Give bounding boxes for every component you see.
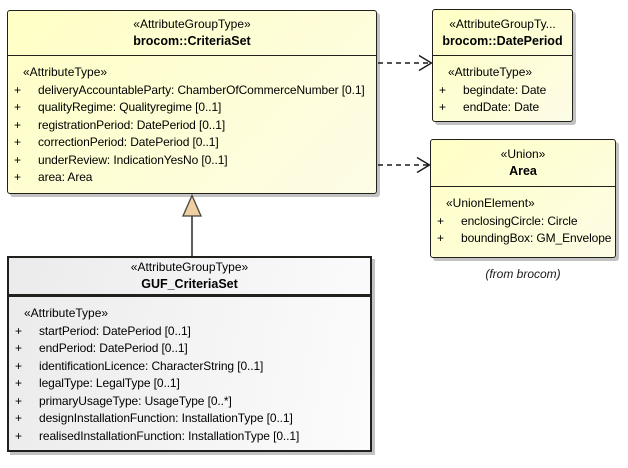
- from-package-note: (from brocom): [485, 267, 561, 281]
- visibility-marker: +: [14, 152, 22, 167]
- attribute-row: + endDate: Date: [433, 99, 572, 117]
- attribute-text: primaryUsageType: UsageType [0..*]: [39, 393, 232, 408]
- attribute-text: legalType: LegalType [0..1]: [39, 376, 180, 390]
- attribute-text: endPeriod: DatePeriod [0..1]: [39, 341, 188, 355]
- generalization-arrow-to-criteriaset: [182, 193, 202, 257]
- visibility-marker: +: [15, 428, 23, 443]
- class-box-brocom-dateperiod: «AttributeGroupTy... brocom::DatePeriod …: [432, 9, 573, 122]
- attribute-row: + endPeriod: DatePeriod [0..1]: [9, 340, 370, 358]
- attribute-text: enclosingCircle: Circle: [461, 213, 578, 228]
- attribute-text: boundingBox: GM_Envelope: [461, 231, 612, 245]
- visibility-marker: +: [439, 100, 447, 114]
- attribute-text: designInstallationFunction: Installation…: [39, 411, 293, 425]
- attribute-row: + underReview: IndicationYesNo [0..1]: [8, 152, 376, 170]
- class-box-brocom-criteriaset: «AttributeGroupType» brocom::CriteriaSet…: [7, 10, 377, 194]
- visibility-marker: +: [15, 358, 23, 373]
- visibility-marker: +: [15, 323, 23, 338]
- attribute-row: + legalType: LegalType [0..1]: [9, 375, 370, 393]
- class-name: GUF_CriteriaSet: [141, 277, 238, 291]
- visibility-marker: +: [15, 393, 23, 408]
- attribute-row: + realisedInstallationFunction: Installa…: [9, 428, 370, 446]
- class-box-area: «Union» Area «UnionElement» + enclosingC…: [430, 139, 616, 258]
- attribute-text: realisedInstallationFunction: Installati…: [39, 428, 300, 443]
- attribute-text: startPeriod: DatePeriod [0..1]: [39, 323, 191, 338]
- attribute-text: underReview: IndicationYesNo [0..1]: [38, 152, 228, 167]
- class-header: «AttributeGroupType» GUF_CriteriaSet: [9, 258, 370, 297]
- section-label: «AttributeType»: [24, 306, 109, 320]
- attribute-text: identificationLicence: CharacterString […: [39, 358, 264, 373]
- attribute-text: area: Area: [38, 170, 93, 184]
- class-name: Area: [509, 164, 537, 178]
- visibility-marker: +: [14, 100, 22, 114]
- class-stereotype: «Union»: [500, 147, 546, 161]
- class-name: brocom::DatePeriod: [442, 33, 563, 48]
- attribute-text: endDate: Date: [463, 100, 540, 114]
- attribute-row: + primaryUsageType: UsageType [0..*]: [9, 393, 370, 411]
- attribute-text: begindate: Date: [463, 82, 547, 97]
- attribute-row: + area: Area: [8, 169, 376, 187]
- visibility-marker: +: [14, 117, 22, 132]
- attribute-row: + designInstallationFunction: Installati…: [9, 410, 370, 428]
- attribute-row: + startPeriod: DatePeriod [0..1]: [9, 323, 370, 341]
- attribute-row: + deliveryAccountableParty: ChamberOfCom…: [8, 82, 376, 100]
- class-header: «Union» Area: [431, 140, 615, 187]
- visibility-marker: +: [15, 341, 23, 355]
- attribute-text: deliveryAccountableParty: ChamberOfComme…: [38, 82, 365, 97]
- attribute-row: + registrationPeriod: DatePeriod [0..1]: [8, 117, 376, 135]
- attribute-row: + boundingBox: GM_Envelope: [431, 230, 615, 248]
- attribute-row: + begindate: Date: [433, 82, 572, 100]
- attributes-compartment: «AttributeType» + startPeriod: DatePerio…: [9, 297, 370, 445]
- class-header: «AttributeGroupTy... brocom::DatePeriod: [433, 10, 572, 56]
- visibility-marker: +: [439, 82, 447, 97]
- visibility-marker: +: [15, 411, 23, 425]
- attributes-compartment: «AttributeType» + deliveryAccountablePar…: [8, 56, 376, 187]
- class-stereotype: «AttributeGroupType»: [133, 17, 251, 31]
- attribute-row: + correctionPeriod: DatePeriod [0..1]: [8, 134, 376, 152]
- visibility-marker: +: [14, 170, 22, 184]
- visibility-marker: +: [15, 376, 23, 390]
- attribute-text: qualityRegime: Qualityregime [0..1]: [38, 100, 222, 114]
- class-header: «AttributeGroupType» brocom::CriteriaSet: [8, 11, 376, 56]
- visibility-marker: +: [437, 231, 445, 245]
- dependency-arrow-to-dateperiod: [378, 54, 433, 72]
- attribute-text: correctionPeriod: DatePeriod [0..1]: [38, 135, 219, 149]
- class-stereotype: «AttributeGroupTy...: [449, 16, 556, 31]
- visibility-marker: +: [14, 82, 22, 97]
- attribute-row: + enclosingCircle: Circle: [431, 213, 615, 231]
- visibility-marker: +: [14, 135, 22, 149]
- attribute-row: + qualityRegime: Qualityregime [0..1]: [8, 99, 376, 117]
- attribute-text: registrationPeriod: DatePeriod [0..1]: [38, 117, 226, 132]
- section-label: «AttributeType»: [448, 65, 533, 79]
- attributes-compartment: «UnionElement» + enclosingCircle: Circle…: [431, 187, 615, 248]
- section-label: «UnionElement»: [446, 196, 535, 210]
- section-label: «AttributeType»: [23, 65, 108, 79]
- attributes-compartment: «AttributeType» + begindate: Date + endD…: [433, 56, 572, 117]
- class-box-guf-criteriaset: «AttributeGroupType» GUF_CriteriaSet «At…: [7, 256, 372, 452]
- class-name: brocom::CriteriaSet: [133, 34, 251, 48]
- class-stereotype: «AttributeGroupType»: [130, 260, 249, 274]
- dependency-arrow-to-area: [378, 156, 431, 174]
- attribute-row: + identificationLicence: CharacterString…: [9, 358, 370, 376]
- visibility-marker: +: [437, 213, 445, 228]
